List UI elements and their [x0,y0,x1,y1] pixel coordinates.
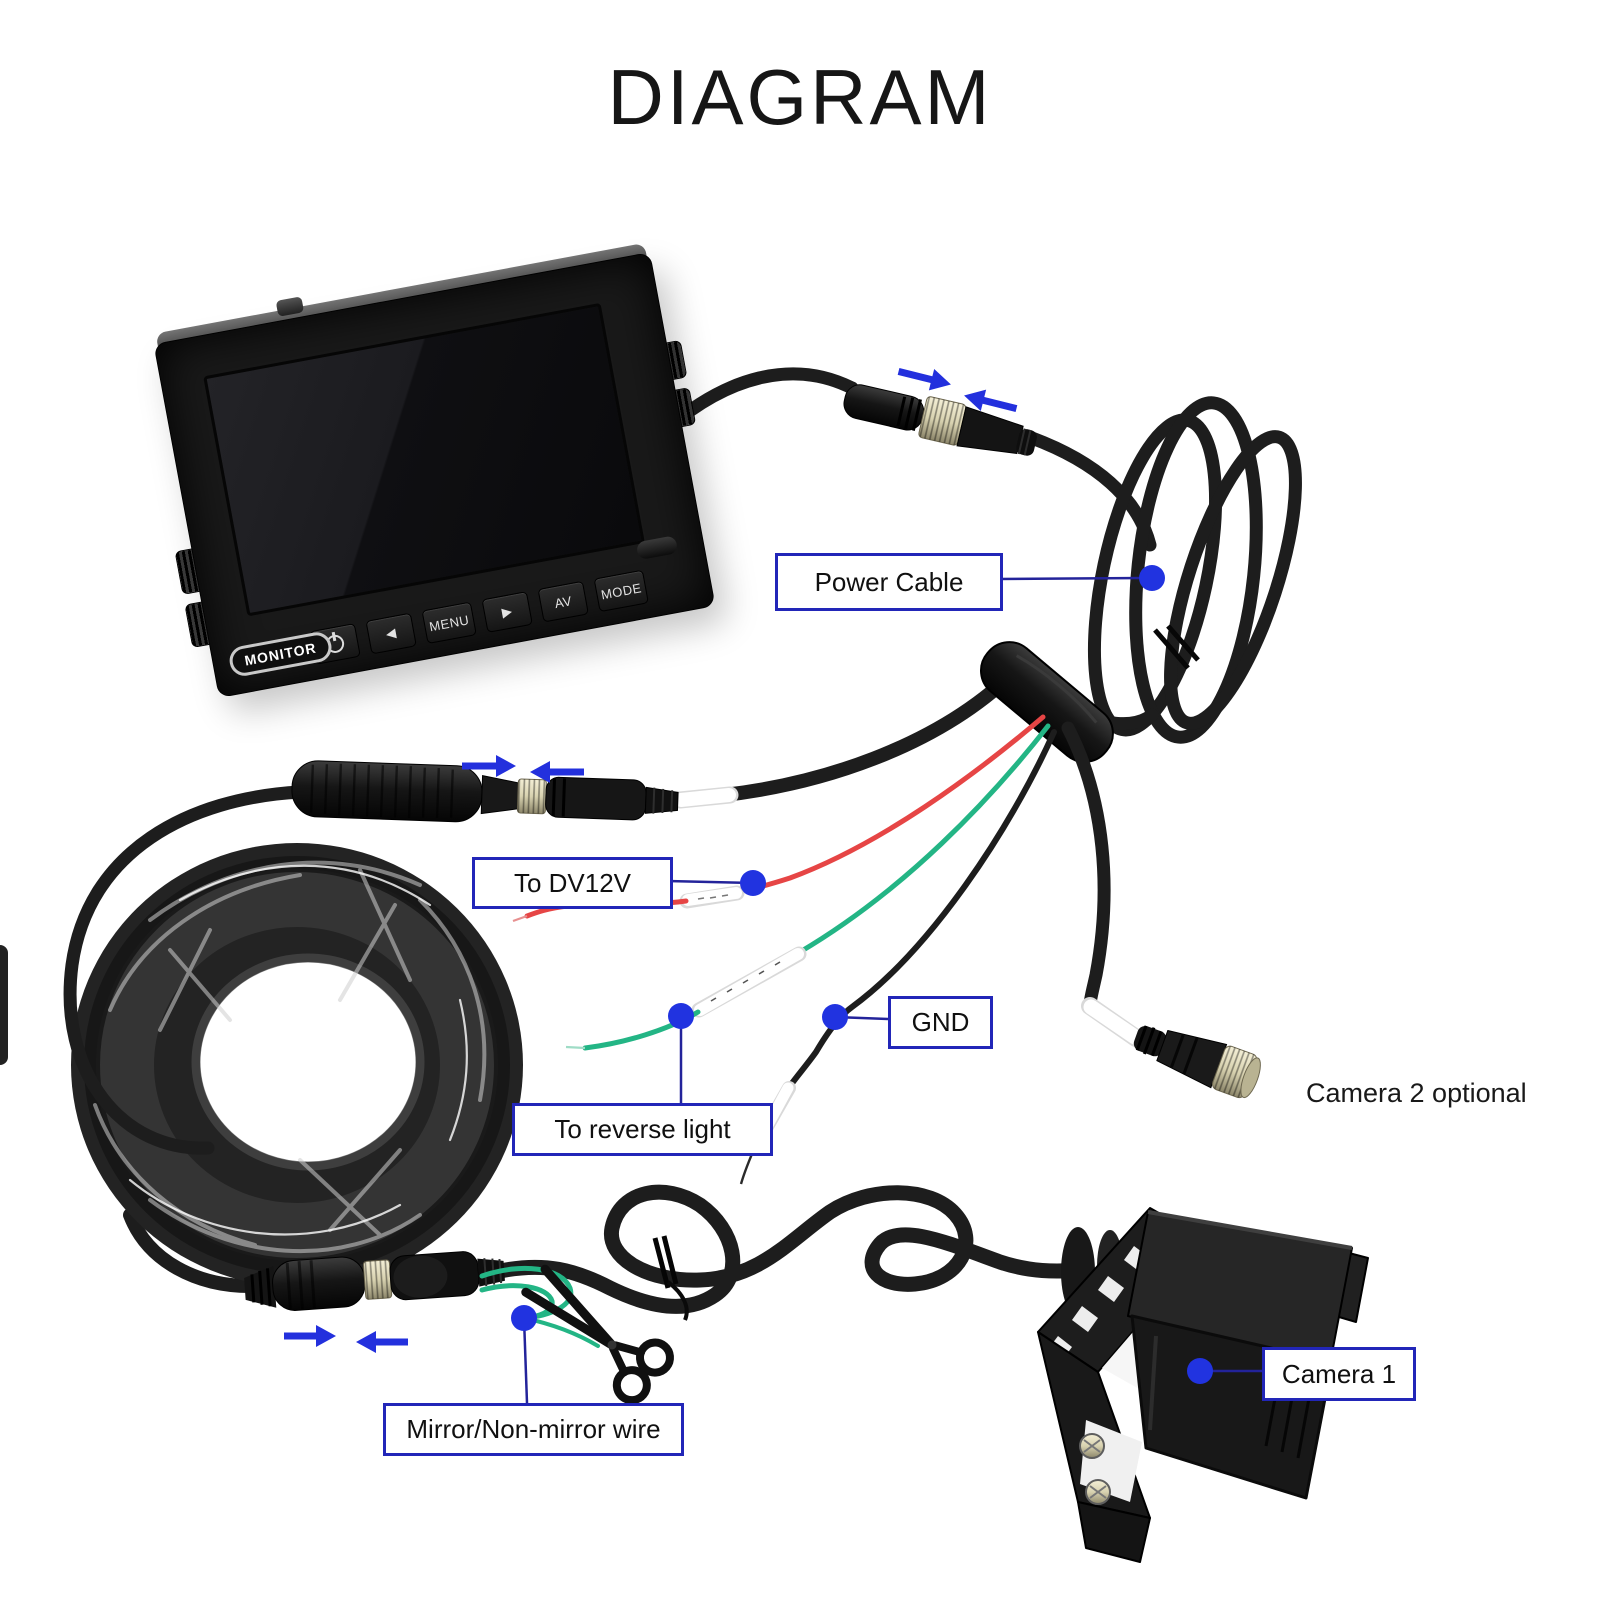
to-dv12v-label: To DV12V [472,857,673,909]
mirror-wire-label: Mirror/Non-mirror wire [383,1403,684,1456]
arrow-left-icon [964,389,1018,412]
video-connector-pair [291,760,679,823]
to-reverse-light-label: To reverse light [512,1103,773,1156]
callout-dot [1187,1358,1213,1384]
scissors-icon [521,1264,674,1405]
camera-2-label: Camera 2 optional [1306,1078,1527,1108]
monitor-power-cable [661,367,859,435]
gnd-label: GND [888,996,993,1049]
callout-dot [1139,565,1165,591]
cable-tie [652,1235,679,1289]
arrow-right-icon [897,368,951,391]
arrow-right-icon [284,1325,336,1347]
callout-dot [668,1003,694,1029]
power-cable-bundle [1025,396,1302,744]
coiled-extension-cable [71,843,523,1287]
av-button[interactable]: AV [537,580,589,623]
camera2-branch-cable [1061,721,1111,1012]
edge-cropped-object [0,945,8,1065]
camera2-wire-sleeve [1083,999,1143,1045]
camera-connector-pair [244,1251,505,1311]
menu-button[interactable]: MENU [421,601,477,645]
camera-cable-bow [492,1184,1090,1314]
arrow-right-icon [462,755,516,777]
callout-dot [740,870,766,896]
cable-y-junction [980,641,1114,763]
page-title: DIAGRAM [607,53,993,141]
mode-button[interactable]: MODE [593,569,649,613]
callout-dot [511,1305,537,1331]
connect-arrows [284,368,1018,1353]
arrow-left-icon [356,1331,408,1353]
callout-dot [822,1004,848,1030]
power-connector-pair [843,384,1037,456]
monitor-brand-badge: MONITOR [227,629,334,679]
green-wire-sleeve [694,948,804,1016]
reverse-wire-green [565,723,1051,1051]
cable-loop-around-coil [63,785,307,1155]
camera-1-device [1037,1207,1369,1563]
trunk-wire-sleeve [674,788,736,807]
left-button[interactable]: ◀ [365,612,417,655]
camera2-connector [1133,1025,1261,1099]
coil-exit-cable [123,1208,257,1293]
power-cable-label: Power Cable [775,553,1003,611]
red-wire-sleeve [682,887,742,906]
camera-1-label: Camera 1 [1262,1347,1416,1401]
arrow-left-icon [530,761,584,783]
cable-tie [1153,624,1200,670]
right-button[interactable]: ▶ [481,591,533,633]
monitor-screen [203,302,645,617]
bracket-screws [1079,1433,1111,1505]
callout-leaders [511,565,1262,1404]
